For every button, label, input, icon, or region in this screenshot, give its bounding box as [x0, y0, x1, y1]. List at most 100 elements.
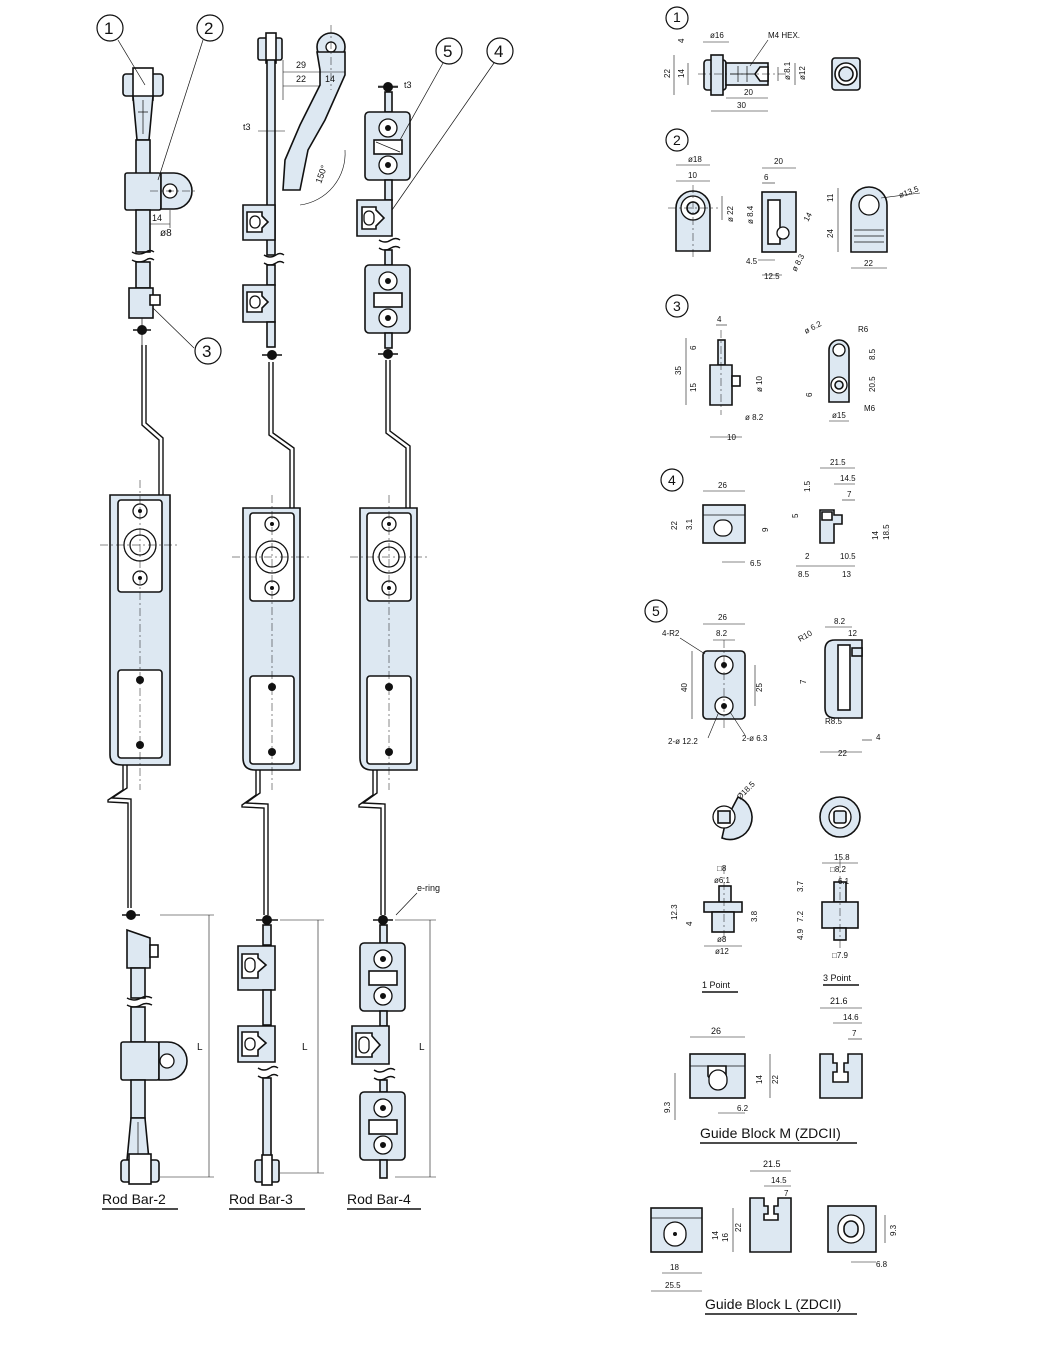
dim-40: 40: [680, 683, 689, 692]
dim-9: 9: [761, 527, 770, 532]
dim-6: 6: [764, 173, 769, 182]
dim-phi8: ø8: [717, 935, 727, 944]
dim-sq7-9: □7.9: [832, 951, 849, 960]
dim-phi12: ø12: [715, 947, 729, 956]
dim-r10: R10: [797, 628, 815, 643]
dim-26: 26: [718, 613, 727, 622]
dim-6-5: 6.5: [750, 559, 762, 568]
dim-phi10: ø 10: [755, 375, 764, 392]
dim-t3: t3: [404, 80, 412, 90]
dim-14: 14: [325, 74, 335, 84]
dim-18: 18: [670, 1263, 679, 1272]
dim-14: 14: [871, 531, 880, 540]
dim-14-5: 14.5: [840, 474, 856, 483]
dim-14: 14: [152, 213, 162, 223]
dim-10-5: 10.5: [840, 552, 856, 561]
caption-guide-block-l: Guide Block L (ZDCII): [705, 1296, 841, 1312]
length-label: L: [197, 1042, 203, 1053]
dim-21-5: 21.5: [763, 1159, 781, 1169]
dim-150-degree: 150°: [313, 163, 329, 184]
dim-10: 10: [688, 171, 697, 180]
dim-4-5: 4.5: [746, 257, 758, 266]
caption-rod-bar-3: Rod Bar-3: [229, 1191, 293, 1207]
dim-6-8: 6.8: [876, 1260, 888, 1269]
dim-13: 13: [842, 570, 851, 579]
detail-number-5: 5: [652, 603, 660, 619]
dim-21-5: 21.5: [830, 458, 846, 467]
dim-7: 7: [799, 679, 808, 684]
dim-30: 30: [737, 101, 746, 110]
dim-14: 14: [755, 1075, 764, 1084]
dim-6-2: 6.2: [737, 1104, 749, 1113]
dim-r6: R6: [858, 325, 869, 334]
dim-phi18-5: Ø18.5: [735, 779, 757, 801]
callout-5: 5: [443, 42, 452, 61]
dim-phi8-1: ø 8.1: [783, 61, 792, 80]
dim-8-2b: 8.2: [834, 617, 846, 626]
callout-4: 4: [494, 42, 503, 61]
dim-phi13-5: ø13.5: [898, 184, 921, 200]
dim-phi8-3: ø 8.3: [790, 252, 807, 273]
dim-14: 14: [677, 69, 686, 78]
dim-4: 4: [717, 315, 722, 324]
dim-7: 7: [852, 1029, 857, 1038]
dim-phi16: ø16: [710, 31, 724, 40]
dim-22: 22: [734, 1223, 743, 1232]
dim-4-r2: 4-R2: [662, 629, 680, 638]
dim-r8-5: R8.5: [825, 717, 842, 726]
dim-8-2: 8.2: [716, 629, 728, 638]
dim-9-3: 9.3: [663, 1101, 672, 1113]
dim-phi18: ø18: [688, 155, 702, 164]
dim-sq8: □8: [717, 864, 727, 873]
e-ring-label: e-ring: [417, 883, 440, 893]
dim-3-1: 3.1: [685, 518, 694, 530]
dim-3-7: 3.7: [796, 880, 805, 892]
dim-11: 11: [826, 193, 835, 202]
dim-1-5: 1.5: [803, 480, 812, 492]
dim-14-6: 14.6: [843, 1013, 859, 1022]
caption-guide-block-m: Guide Block M (ZDCII): [700, 1125, 841, 1141]
callout-2: 2: [204, 19, 213, 38]
dim-m4-hex: M4 HEX.: [768, 31, 800, 40]
dim-phi6-1: ø6.1: [714, 876, 731, 885]
dim-20-5: 20.5: [868, 376, 877, 392]
dim-22: 22: [663, 69, 672, 78]
dim-6-1: 6.1: [838, 877, 850, 886]
dim-phi12: ø12: [798, 66, 807, 80]
dim-25-5: 25.5: [665, 1281, 681, 1290]
dim-10: 10: [727, 433, 736, 442]
label-1-point: 1 Point: [702, 980, 731, 990]
detail-number-3: 3: [673, 298, 681, 314]
dim-4: 4: [677, 38, 686, 43]
dim-12-5: 12.5: [764, 272, 780, 281]
detail-cam-points: Ø18.5 □8 ø6.1 12.3 4 3.8 ø8 ø12 1 Point …: [670, 779, 861, 993]
dim-phi8: ø8: [160, 228, 172, 239]
dim-6b: 6: [805, 392, 814, 397]
dim-phi15: ø15: [832, 411, 846, 420]
rod-bar-3-assembly: L Rod Bar-3 29 22 14 t3 150°: [229, 25, 346, 1210]
dim-4: 4: [685, 921, 694, 926]
dim-7-2: 7.2: [796, 910, 805, 922]
caption-rod-bar-2: Rod Bar-2: [102, 1191, 166, 1207]
detail-number-4: 4: [668, 472, 676, 488]
rod-bar-2-assembly: 14 ø8 L Rod Bar-2 1: [96, 14, 224, 1210]
dim-5: 5: [791, 513, 800, 518]
callout-1: 1: [104, 19, 113, 38]
detail-part-4: 4 26 22 3.1 9 6.5 21.5 14.5 7 1.5 5 14 1…: [660, 458, 891, 579]
detail-part-5: 5 26 4-R2 8.2 40 25 2-ø 12.2 2-ø 6.3 8.2…: [644, 599, 881, 758]
dim-phi22: ø 22: [726, 205, 735, 222]
dim-22: 22: [864, 259, 873, 268]
dim-8-5: 8.5: [798, 570, 810, 579]
dim-4: 4: [876, 733, 881, 742]
dim-3-8: 3.8: [750, 910, 759, 922]
dim-4-9: 4.9: [796, 928, 805, 940]
dim-2-phi6-3: 2-ø 6.3: [742, 734, 768, 743]
dim-phi8-2: ø 8.2: [745, 413, 764, 422]
detail-part-1: 1 ø16 M4 HEX. 4 22 14 20 30 ø 8.1 ø12: [663, 6, 861, 112]
dim-14: 14: [711, 1231, 720, 1240]
dim-22: 22: [296, 74, 306, 84]
dim-sq8-2: □8.2: [830, 865, 847, 874]
dim-16: 16: [721, 1233, 730, 1242]
dim-29: 29: [296, 60, 306, 70]
